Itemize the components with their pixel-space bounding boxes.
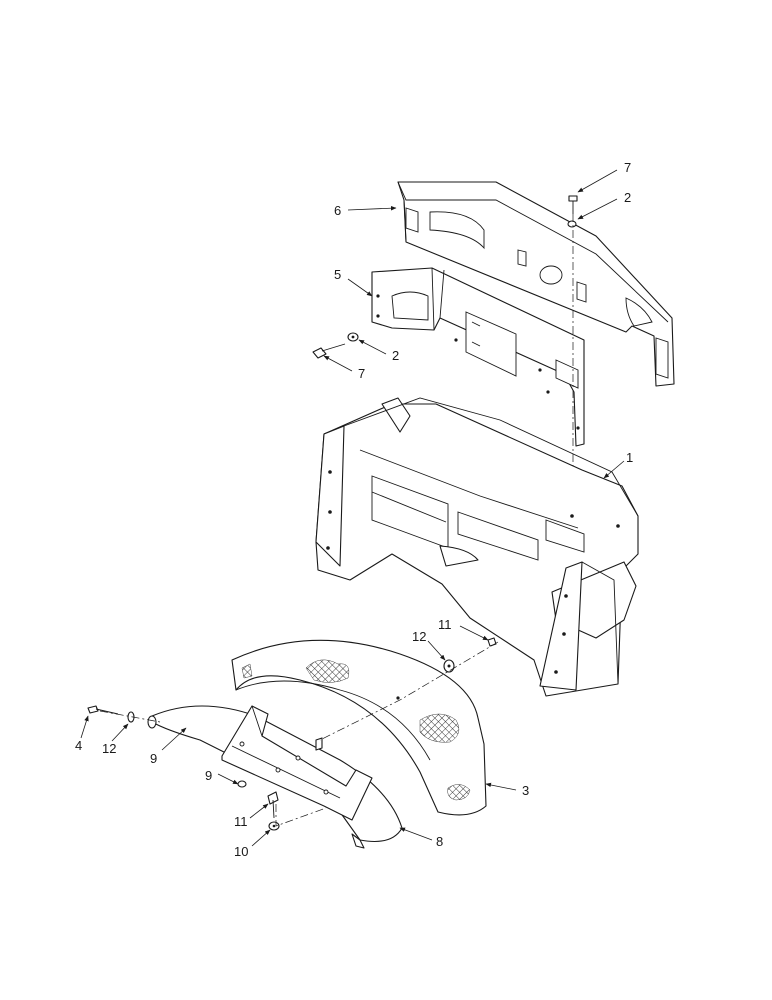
callout-12-left: 12 bbox=[102, 741, 116, 756]
callout-11-right: 11 bbox=[438, 617, 452, 632]
leader-6 bbox=[347, 205, 397, 211]
leader-9-lower bbox=[217, 773, 239, 785]
part-1-weight-carrier bbox=[315, 397, 639, 697]
assembly-line-lower-right bbox=[319, 641, 499, 741]
leader-12-right bbox=[427, 640, 446, 661]
callout-1: 1 bbox=[626, 450, 633, 465]
fastener-washer-2-left bbox=[347, 332, 359, 342]
part-3-front-shroud bbox=[231, 639, 487, 816]
fastener-nut-9-lower bbox=[237, 780, 247, 788]
leader-11-lower bbox=[249, 803, 269, 819]
part-6-weight-plate bbox=[397, 181, 675, 387]
leader-11-right bbox=[459, 625, 489, 641]
fastener-bolt-4 bbox=[87, 705, 119, 715]
leader-12-left bbox=[111, 723, 129, 742]
leader-9-left bbox=[161, 727, 187, 751]
assembly-line-left bbox=[99, 710, 161, 723]
fastener-washer-12-right bbox=[443, 659, 455, 673]
fastener-washer-10 bbox=[268, 821, 280, 831]
leader-1 bbox=[603, 460, 625, 479]
leader-10 bbox=[251, 829, 271, 847]
callout-7-left: 7 bbox=[358, 366, 365, 381]
leader-4 bbox=[80, 715, 89, 739]
fastener-bolt-11-lower bbox=[267, 791, 279, 819]
callout-2-right: 2 bbox=[624, 190, 631, 205]
leader-7-right bbox=[577, 169, 618, 193]
fastener-bolt-7-left bbox=[312, 343, 346, 359]
callout-4: 4 bbox=[75, 738, 82, 753]
leader-5 bbox=[347, 278, 373, 297]
callout-12-right: 12 bbox=[412, 629, 426, 644]
leader-3 bbox=[485, 782, 517, 791]
callout-9-left: 9 bbox=[150, 751, 157, 766]
fastener-nut-11-right bbox=[487, 637, 497, 647]
fastener-bolt-7-right bbox=[568, 195, 578, 214]
callout-8: 8 bbox=[436, 834, 443, 849]
assembly-line-lower-left bbox=[275, 804, 327, 827]
callout-5: 5 bbox=[334, 267, 341, 282]
leader-2-right bbox=[577, 198, 618, 220]
callout-11-lower: 11 bbox=[234, 814, 248, 829]
callout-6: 6 bbox=[334, 203, 341, 218]
leader-7-left bbox=[323, 355, 353, 372]
callout-2-left: 2 bbox=[392, 348, 399, 363]
callout-9-lower: 9 bbox=[205, 768, 212, 783]
part-9-mount-bracket bbox=[221, 705, 373, 821]
fastener-washer-2-right bbox=[567, 220, 577, 228]
fastener-washer-9-left bbox=[147, 715, 157, 729]
leader-8 bbox=[399, 827, 433, 841]
callout-10: 10 bbox=[234, 844, 248, 859]
leader-2-left bbox=[358, 339, 387, 355]
callout-3: 3 bbox=[522, 783, 529, 798]
part-5-bracket bbox=[371, 267, 585, 447]
callout-7-right: 7 bbox=[624, 160, 631, 175]
